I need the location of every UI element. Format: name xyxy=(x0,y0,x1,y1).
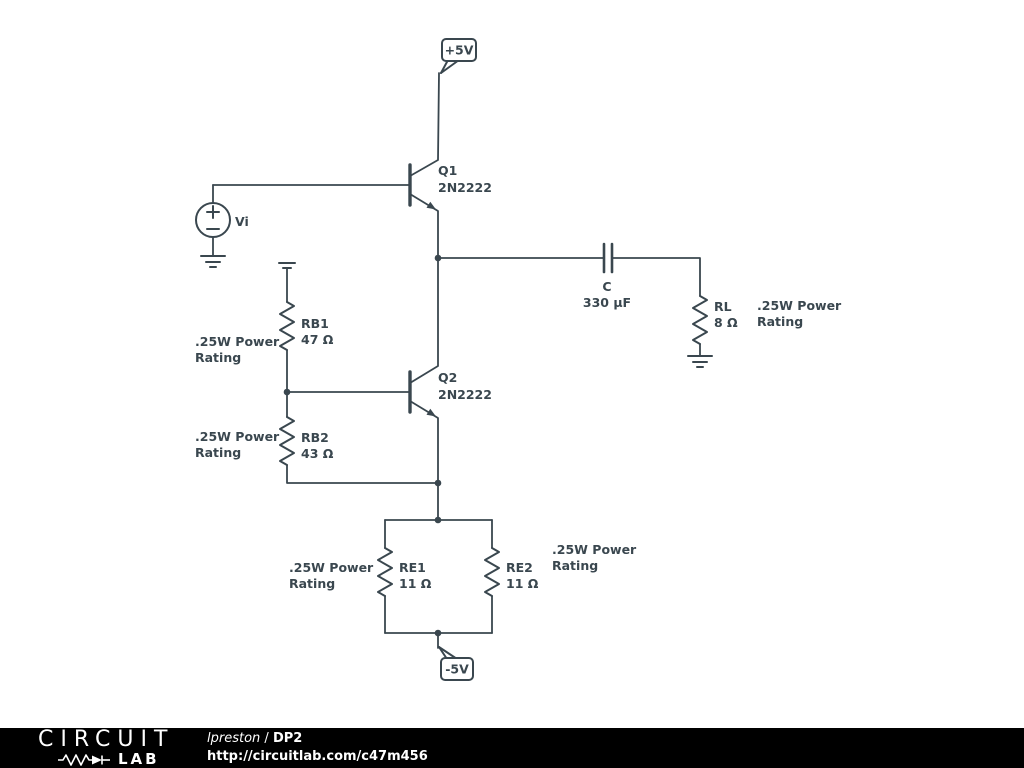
annotation-line1: .25W Power xyxy=(552,542,637,557)
power-rating-annotation: .25W Power Rating xyxy=(757,298,842,329)
rb2-ref: RB2 xyxy=(301,430,329,445)
annotation-line1: .25W Power xyxy=(195,334,280,349)
flag-box xyxy=(440,657,474,681)
re1-ref: RE1 xyxy=(399,560,426,575)
rb1-value: 47 Ω xyxy=(301,332,334,347)
junction-dot xyxy=(434,479,442,487)
footer-bar: CIRCUIT LAB lpreston / DP2 http://circui… xyxy=(0,728,1024,768)
q2-part: 2N2222 xyxy=(438,387,492,402)
re1-resistor: RE1 11 Ω xyxy=(377,547,432,597)
q2-ref: Q2 xyxy=(438,370,457,385)
separator: / xyxy=(260,731,273,746)
re2-value: 11 Ω xyxy=(506,576,539,591)
junction-dot xyxy=(434,254,442,262)
q1-transistor: Q1 2N2222 xyxy=(408,163,492,210)
flag-tail xyxy=(440,59,449,74)
wire xyxy=(409,193,439,384)
q2-transistor: Q2 2N2222 xyxy=(408,370,492,417)
source-body xyxy=(195,202,231,238)
footer-text-block: lpreston / DP2 http://circuitlab.com/c47… xyxy=(207,730,428,766)
q1-emitter-arrow xyxy=(426,201,436,210)
junction-dots xyxy=(283,254,442,637)
wire xyxy=(286,464,439,484)
resistor-body xyxy=(692,295,708,345)
logo-bottom-row: LAB xyxy=(38,752,185,767)
rl-resistor: RL 8 Ω xyxy=(692,295,738,345)
annotation-line2: Rating xyxy=(195,445,241,460)
vi-source: Vi xyxy=(195,202,249,238)
vpos-label: +5V xyxy=(445,43,474,58)
author-name: lpreston xyxy=(207,731,261,746)
source-label: Vi xyxy=(235,214,249,229)
q1-part: 2N2222 xyxy=(438,180,492,195)
wire xyxy=(409,72,440,177)
junction-dot xyxy=(283,388,291,396)
re2-ref: RE2 xyxy=(506,560,533,575)
wires xyxy=(212,72,701,649)
resistor-body xyxy=(484,547,500,597)
ground-icon xyxy=(687,355,713,368)
project-title: DP2 xyxy=(272,731,303,746)
ground-icon xyxy=(200,255,226,268)
re2-resistor: RE2 11 Ω xyxy=(484,547,539,597)
capacitor-c: C 330 µF xyxy=(583,242,631,310)
flag-box xyxy=(441,38,477,62)
annotation-line2: Rating xyxy=(289,576,335,591)
flag-tail xyxy=(440,59,460,74)
vpos-supply-flag: +5V xyxy=(440,38,477,74)
logo-text-circuit: CIRCUIT xyxy=(38,727,175,752)
rb2-value: 43 Ω xyxy=(301,446,334,461)
junction-dot xyxy=(434,516,442,524)
circuit-url: http://circuitlab.com/c47m456 xyxy=(207,749,428,764)
annotation-line2: Rating xyxy=(195,350,241,365)
circuitlab-logo: CIRCUIT LAB xyxy=(0,729,185,767)
resistor-logo-icon xyxy=(58,753,110,766)
power-rating-annotation: .25W Power Rating xyxy=(289,560,374,591)
annotation-line2: Rating xyxy=(552,558,598,573)
power-rating-annotation: .25W Power Rating xyxy=(195,334,280,365)
annotation-line1: .25W Power xyxy=(195,429,280,444)
wire xyxy=(409,400,439,521)
rb1-resistor: RB1 47 Ω xyxy=(279,301,334,351)
vneg-label: -5V xyxy=(445,662,469,677)
ground-icon xyxy=(278,262,296,269)
vneg-supply-flag: -5V xyxy=(438,646,474,681)
logo-text-lab: LAB xyxy=(118,750,160,768)
wire xyxy=(611,257,701,297)
rb1-ref: RB1 xyxy=(301,316,329,331)
q1-ref: Q1 xyxy=(438,163,457,178)
rl-value: 8 Ω xyxy=(714,315,738,330)
schematic-canvas: +5V Vi Q1 2N2222 Q2 2N2222 RB1 47 Ω xyxy=(195,38,842,681)
junction-dot xyxy=(434,629,442,637)
rb2-resistor: RB2 43 Ω xyxy=(279,416,334,466)
author-line: lpreston / DP2 xyxy=(207,730,428,748)
annotation-line1: .25W Power xyxy=(289,560,374,575)
re1-value: 11 Ω xyxy=(399,576,432,591)
annotation-line1: .25W Power xyxy=(757,298,842,313)
power-rating-annotation: .25W Power Rating xyxy=(195,429,280,460)
cap-value: 330 µF xyxy=(583,295,631,310)
resistor-body xyxy=(279,301,295,351)
resistor-body xyxy=(279,416,295,466)
annotation-line2: Rating xyxy=(757,314,803,329)
power-rating-annotation: .25W Power Rating xyxy=(552,542,637,573)
q2-emitter-arrow xyxy=(426,408,436,417)
rl-ref: RL xyxy=(714,299,732,314)
resistor-body xyxy=(377,547,393,597)
cap-ref: C xyxy=(602,279,611,294)
